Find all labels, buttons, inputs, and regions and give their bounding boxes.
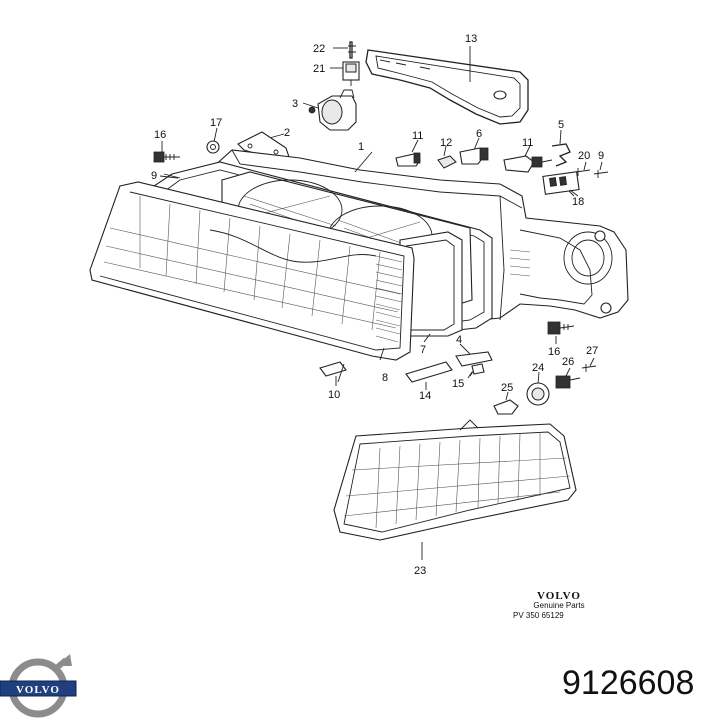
part-17-nut <box>206 127 220 154</box>
callout-14: 14 <box>419 390 431 402</box>
callout-9-left: 9 <box>151 170 157 182</box>
callout-6: 6 <box>476 128 482 140</box>
callout-24: 24 <box>532 362 544 374</box>
svg-text:VOLVO: VOLVO <box>16 684 60 696</box>
callout-labels: 22 21 13 3 16 17 2 1 11 12 6 11 5 20 9 9… <box>151 33 604 577</box>
callout-2: 2 <box>284 127 290 139</box>
callout-4: 4 <box>456 334 462 346</box>
part-10-clip <box>319 361 347 386</box>
callout-11-right: 11 <box>522 137 533 149</box>
part-24-socket <box>526 371 550 406</box>
callout-23: 23 <box>414 565 426 577</box>
callout-9-right: 9 <box>598 150 604 162</box>
part-25-bulb <box>493 391 519 415</box>
part-8-lens <box>89 181 415 361</box>
callout-16-left: 16 <box>154 129 166 141</box>
callout-17: 17 <box>210 117 222 129</box>
part-22-clip <box>333 41 356 59</box>
callout-18: 18 <box>572 196 584 208</box>
part-18-connector <box>542 171 580 197</box>
callout-10: 10 <box>328 389 340 401</box>
part-4-bracket <box>455 343 493 367</box>
callout-5: 5 <box>558 119 564 131</box>
brand-name: VOLVO <box>537 590 581 602</box>
callout-21: 21 <box>313 63 325 75</box>
part-number: 9126608 <box>562 664 695 702</box>
callout-20: 20 <box>578 150 590 162</box>
callout-15: 15 <box>452 378 464 390</box>
callout-16-right: 16 <box>548 346 560 358</box>
callout-3: 3 <box>292 98 298 110</box>
part-26-connector <box>555 367 581 389</box>
part-6-bulb <box>459 137 489 165</box>
part-12-socket <box>437 145 457 169</box>
part-14-mount <box>405 361 453 390</box>
brand-code: PV 350 65129 <box>513 611 564 620</box>
callout-25: 25 <box>501 382 513 394</box>
callout-22: 22 <box>313 43 325 55</box>
callout-7: 7 <box>420 344 426 356</box>
part-27-clip <box>581 357 597 372</box>
brand-subtitle: Genuine Parts <box>533 601 585 610</box>
callout-11-left: 11 <box>412 130 423 142</box>
part-15-nut <box>469 363 485 377</box>
volvo-emblem-logo: VOLVO <box>0 654 77 718</box>
part-20-screw <box>575 161 591 176</box>
part-13-gasket <box>365 46 529 125</box>
part-16-screw <box>153 141 180 163</box>
callout-26: 26 <box>562 356 574 368</box>
callout-13: 13 <box>465 33 477 45</box>
leader-lines <box>159 175 579 383</box>
callout-1: 1 <box>358 141 364 153</box>
part-11-bulb-right <box>503 145 553 173</box>
part-3-adjuster-motor <box>302 89 357 131</box>
part-21-bracket <box>330 61 360 86</box>
part-16-screw-right <box>547 321 575 344</box>
part-23-corner-lamp <box>333 419 577 560</box>
brand-block: VOLVO Genuine Parts PV 350 65129 <box>509 591 609 621</box>
part-11-bulb-left <box>395 139 421 167</box>
part-9-small <box>593 161 609 178</box>
callout-8: 8 <box>382 372 388 384</box>
callout-27: 27 <box>586 345 598 357</box>
callout-12: 12 <box>440 137 452 149</box>
part-5-spring-clip <box>551 129 571 167</box>
